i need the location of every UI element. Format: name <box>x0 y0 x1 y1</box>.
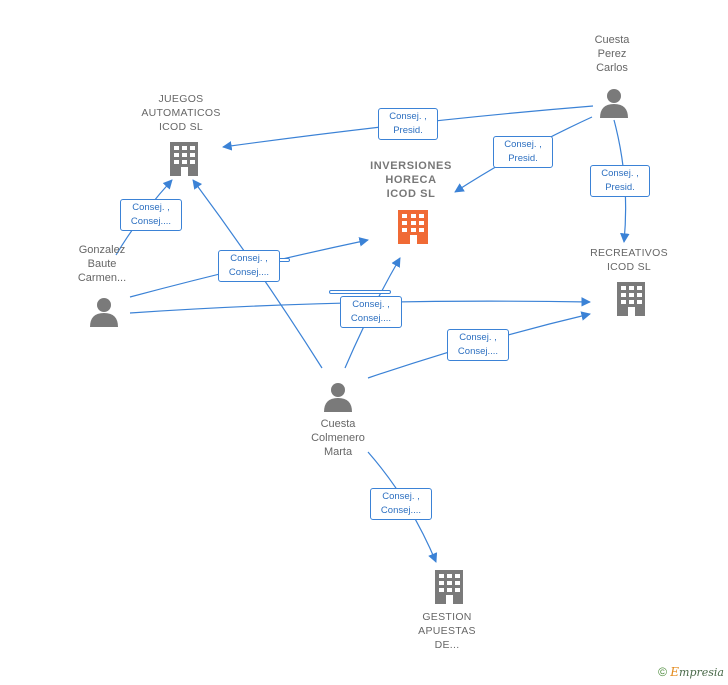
node-label-inversiones[interactable]: INVERSIONES HORECA ICOD SL <box>370 160 452 200</box>
empresia-watermark: © Empresia <box>658 665 724 679</box>
node-label-gonzalez[interactable]: Gonzalez Baute Carmen... <box>77 244 127 284</box>
edge-label-gonzalez-inversiones[interactable]: Consej. , Consej.... <box>218 250 280 282</box>
node-label-juegos[interactable]: JUEGOS AUTOMATICOS ICOD SL <box>141 93 221 133</box>
building-icon-gestion[interactable] <box>435 570 463 604</box>
edge-label-marta-recreativos[interactable]: Consej. , Consej.... <box>447 329 509 361</box>
edge-label-gonzalez-juegos[interactable]: Consej. , Consej.... <box>120 199 182 231</box>
building-icon-recreativos[interactable] <box>617 282 645 316</box>
node-label-cuesta-perez[interactable]: Cuesta Perez Carlos <box>594 34 630 74</box>
node-label-recreativos[interactable]: RECREATIVOS ICOD SL <box>590 247 668 273</box>
person-icon-cuesta-perez[interactable] <box>600 89 628 118</box>
edge-label-perez-inversiones[interactable]: Consej. , Presid. <box>493 136 553 168</box>
edge-label-perez-recreativos[interactable]: Consej. , Presid. <box>590 165 650 197</box>
edge-label-marta-gestion[interactable]: Consej. , Consej.... <box>370 488 432 520</box>
building-icon-juegos[interactable] <box>170 142 198 176</box>
edge-label-stack-shadow-2 <box>329 290 391 294</box>
edge-label-gonzalez-recreativos[interactable]: Consej. , Consej.... <box>340 296 402 328</box>
person-icon-cuesta-colmenero[interactable] <box>324 383 352 412</box>
person-icon-gonzalez[interactable] <box>90 298 118 327</box>
node-label-cuesta-colmenero[interactable]: Cuesta Colmenero Marta <box>311 418 365 458</box>
building-icon-inversiones[interactable] <box>398 210 428 244</box>
node-label-gestion[interactable]: GESTION APUESTAS DE... <box>418 611 476 651</box>
edge-label-perez-juegos[interactable]: Consej. , Presid. <box>378 108 438 140</box>
